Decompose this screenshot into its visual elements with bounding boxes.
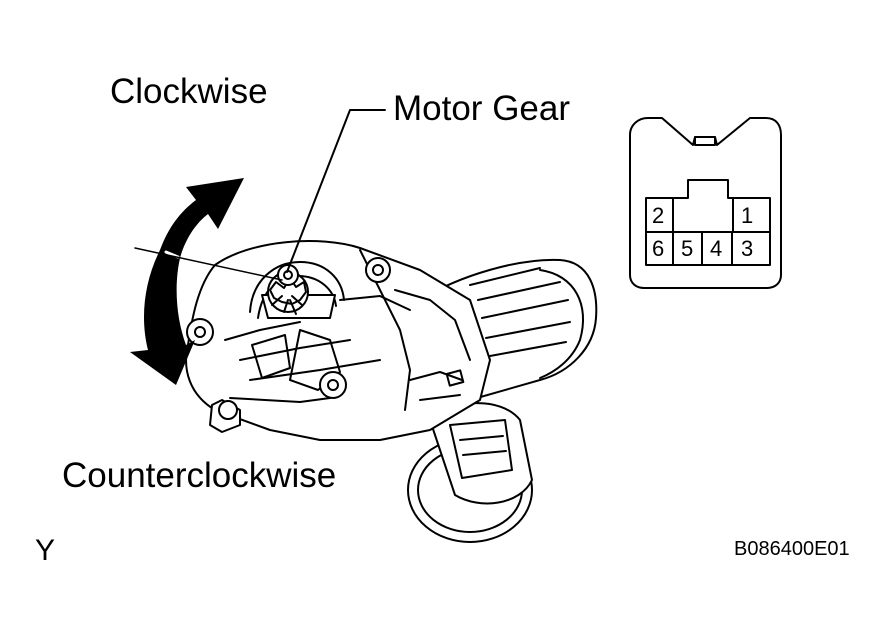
corner-mark: Y bbox=[35, 534, 56, 567]
clockwise-label: Clockwise bbox=[110, 72, 268, 111]
connector-face-outline bbox=[629, 117, 782, 289]
pin-number-4: 4 bbox=[710, 236, 723, 261]
motor-gear-label: Motor Gear bbox=[393, 89, 570, 128]
motor-gear bbox=[249, 261, 345, 319]
mounting-bosses bbox=[186, 257, 391, 420]
pin-number-1: 1 bbox=[741, 203, 754, 228]
pin-number-3: 3 bbox=[741, 236, 754, 261]
gear-housing bbox=[185, 240, 491, 441]
figure-code: B086400E01 bbox=[734, 538, 850, 560]
pin-number-6: 6 bbox=[652, 236, 665, 261]
counterclockwise-label: Counterclockwise bbox=[62, 456, 337, 495]
reference-leader bbox=[134, 247, 283, 281]
rotation-arrow bbox=[130, 178, 244, 385]
pin-number-5: 5 bbox=[681, 236, 694, 261]
motor-connector-housing bbox=[407, 402, 533, 543]
motor-gear-leader bbox=[286, 109, 386, 273]
pin-number-2: 2 bbox=[652, 203, 665, 228]
